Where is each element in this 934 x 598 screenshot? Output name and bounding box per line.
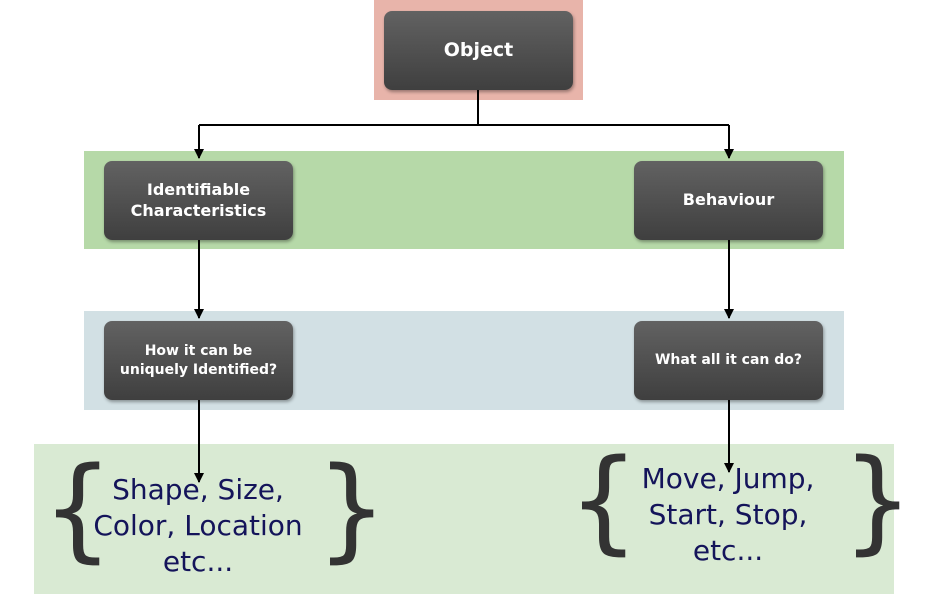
what-it-can-do-question-node: What all it can do? xyxy=(634,321,823,400)
behaviour-examples-line1: Move, Jump, xyxy=(641,462,815,495)
behaviour-examples-line3: etc... xyxy=(692,533,764,567)
identifiable-characteristics-node: Identifiable Characteristics xyxy=(104,161,293,240)
right-examples-open-brace: { xyxy=(568,436,640,566)
behaviour-label: Behaviour xyxy=(682,190,775,210)
object-label: Object xyxy=(443,39,514,62)
characteristics-examples-line1: Shape, Size, xyxy=(112,473,284,506)
identifiable-characteristics-line1: Identifiable xyxy=(146,179,251,199)
what-it-can-do-label: What all it can do? xyxy=(654,352,803,369)
behaviour-examples: Move, Jump, Start, Stop, etc... xyxy=(612,461,844,568)
leaf-band xyxy=(34,444,894,594)
uniquely-identified-question-node: How it can be uniquely Identified? xyxy=(104,321,293,400)
left-examples-open-brace: { xyxy=(42,444,114,574)
object-node: Object xyxy=(384,11,573,90)
characteristics-examples-line2: Color, Location xyxy=(93,508,303,542)
right-examples-close-brace: } xyxy=(842,436,914,566)
characteristics-examples-line3: etc... xyxy=(162,544,234,578)
behaviour-node: Behaviour xyxy=(634,161,823,240)
left-examples-close-brace: } xyxy=(316,444,388,574)
identifiable-characteristics-line2: Characteristics xyxy=(130,200,267,220)
uniquely-identified-line1: How it can be xyxy=(144,343,253,360)
behaviour-examples-line2: Start, Stop, xyxy=(648,497,808,531)
characteristics-examples: Shape, Size, Color, Location etc... xyxy=(78,472,318,579)
uniquely-identified-line2: uniquely Identified? xyxy=(119,361,278,378)
